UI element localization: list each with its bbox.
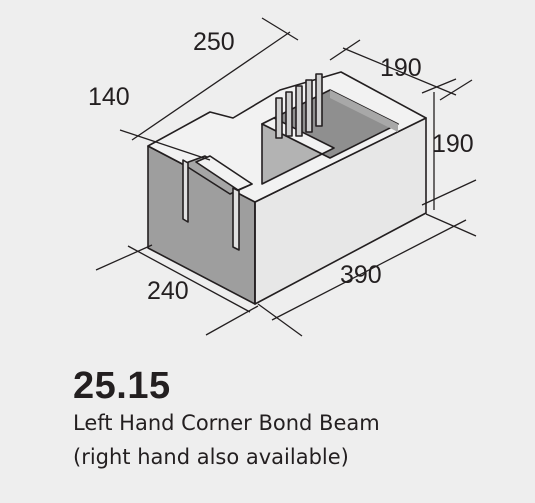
side-slots [182,159,240,251]
dim-width: 190 [380,54,422,82]
dim-base-width: 240 [147,277,189,305]
block-diagram: 250 140 190 190 240 390 [88,17,477,337]
dim-length: 390 [340,261,382,289]
cavity-back-wall [330,90,398,132]
dim-height: 190 [432,130,474,158]
dimension-lines [95,17,477,337]
product-note: (right hand also available) [73,445,349,469]
block-web-face [261,123,323,185]
product-code: 25.15 [73,365,171,407]
product-name: Left Hand Corner Bond Beam [73,411,380,435]
bond-grooves [275,73,323,139]
bond-beam-block [147,71,427,305]
dim-top-length: 250 [193,28,235,56]
dim-top-depth: 140 [88,83,130,111]
